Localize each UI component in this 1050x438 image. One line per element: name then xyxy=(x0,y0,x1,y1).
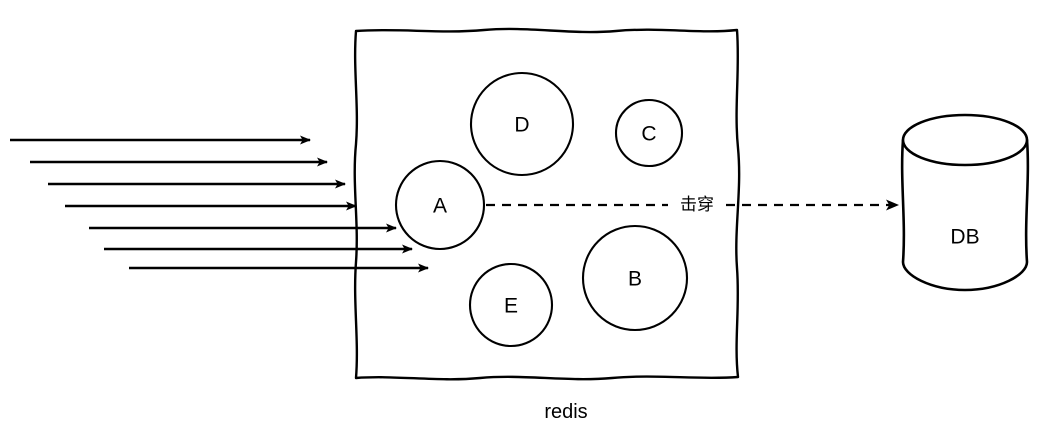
cache-key-nodes: D C B E A xyxy=(394,71,689,348)
node-label-d: D xyxy=(514,114,529,137)
database-label: DB xyxy=(950,226,979,249)
node-b[interactable]: B xyxy=(581,224,689,332)
node-label-b: B xyxy=(628,268,642,291)
database-cylinder[interactable]: DB xyxy=(900,113,1030,292)
penetration-label: 击穿 xyxy=(680,195,714,215)
incoming-request-arrows xyxy=(10,135,429,273)
node-circle-c[interactable] xyxy=(614,98,684,168)
cache-penetration-edge: 击穿 xyxy=(486,193,899,217)
node-circle-b[interactable] xyxy=(581,224,689,332)
cylinder-body[interactable] xyxy=(900,138,1030,292)
node-label-a: A xyxy=(433,195,447,218)
node-circle-d[interactable] xyxy=(469,71,575,177)
node-label-e: E xyxy=(504,295,518,318)
node-circle-a[interactable] xyxy=(394,159,486,251)
node-e[interactable]: E xyxy=(468,262,554,348)
node-label-c: C xyxy=(641,123,656,146)
cylinder-top-ellipse xyxy=(901,113,1029,167)
node-circle-e[interactable] xyxy=(468,262,554,348)
redis-caption: redis xyxy=(544,401,587,423)
node-d[interactable]: D xyxy=(469,71,575,177)
penetration-label-backdrop xyxy=(669,193,725,217)
node-c[interactable]: C xyxy=(614,98,684,168)
node-a[interactable]: A xyxy=(394,159,486,251)
